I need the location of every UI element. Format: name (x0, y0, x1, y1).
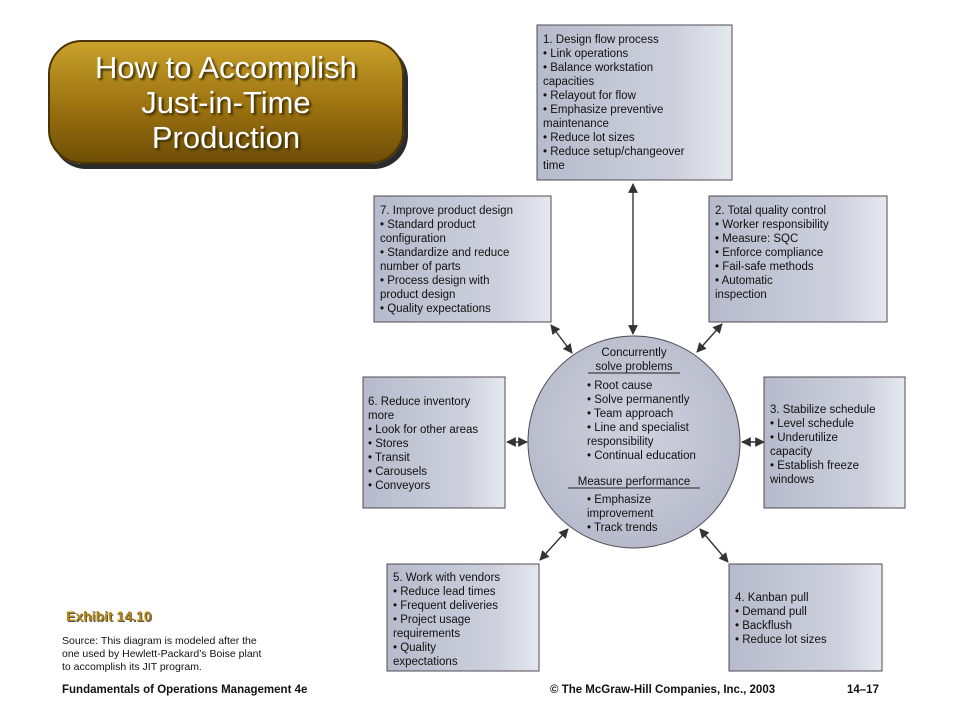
box-line: 7. Improve product design (380, 205, 513, 217)
box-line: • Quality (393, 642, 436, 654)
box-quality-control (708, 195, 888, 323)
center-item: responsibility (587, 436, 654, 448)
box-line: • Backflush (735, 620, 792, 632)
box-line: capacity (770, 446, 812, 458)
box-line: • Look for other areas (368, 424, 478, 436)
text-kanban-pull: 4. Kanban pull • Demand pull • Backflush… (735, 592, 827, 646)
center-heading: Concurrently (601, 347, 666, 359)
box-line: configuration (380, 233, 446, 245)
box-line: • Measure: SQC (715, 233, 798, 245)
source-line-2: one used by Hewlett-Packard’s Boise plan… (62, 648, 262, 660)
box-line: windows (769, 474, 814, 486)
box-line: 3. Stabilize schedule (770, 404, 875, 416)
box-line: • Reduce lot sizes (543, 132, 635, 144)
box-line: inspection (715, 289, 767, 301)
box-line: more (368, 410, 394, 422)
box-line: • Level schedule (770, 418, 854, 430)
footer-page-number: 14–17 (847, 684, 879, 696)
title-line-1: How to Accomplish (95, 49, 357, 85)
box-line: 6. Reduce inventory (368, 396, 471, 408)
box-line: 5. Work with vendors (393, 572, 500, 584)
box-line: • Stores (368, 438, 409, 450)
exhibit-label: Exhibit 14.10 (66, 608, 152, 624)
box-line: • Project usage (393, 614, 471, 626)
center-item: • Team approach (587, 408, 673, 420)
arrow-center-to-quality-control (696, 323, 723, 353)
title-line-2: Just-in-Time (141, 84, 311, 120)
box-line: • Balance workstation (543, 62, 653, 74)
center-item: • Emphasize (587, 494, 651, 506)
center-item: improvement (587, 508, 654, 520)
center-item: • Root cause (587, 380, 652, 392)
text-quality-control: 2. Total quality control • Worker respon… (715, 205, 829, 301)
box-line: • Standardize and reduce (380, 247, 509, 259)
box-line: • Underutilize (770, 432, 838, 444)
box-line: capacities (543, 76, 594, 88)
box-line: • Carousels (368, 466, 427, 478)
center-heading: Measure performance (578, 476, 691, 488)
text-reduce-inventory: 6. Reduce inventory more • Look for other… (368, 396, 478, 492)
box-line: • Enforce compliance (715, 247, 823, 259)
slide-title: How to Accomplish Just-in-Time Productio… (95, 50, 357, 155)
box-line: 2. Total quality control (715, 205, 826, 217)
box-line: • Quality expectations (380, 303, 491, 315)
footer-copyright: © The McGraw-Hill Companies, Inc., 2003 (550, 684, 776, 696)
box-line: • Frequent deliveries (393, 600, 498, 612)
box-line: • Worker responsibility (715, 219, 829, 231)
source-note: Source: This diagram is modeled after th… (62, 635, 312, 674)
text-design-flow: 1. Design flow process • Link operations… (543, 34, 685, 172)
box-line: product design (380, 289, 455, 301)
box-line: maintenance (543, 118, 609, 130)
box-line: • Fail-safe methods (715, 261, 814, 273)
title-banner: How to Accomplish Just-in-Time Productio… (48, 40, 404, 164)
arrow-center-to-product-design (550, 324, 573, 354)
center-circle (527, 335, 741, 549)
text-work-with-vendors: 5. Work with vendors • Reduce lead times… (393, 572, 500, 668)
text-improve-product-design: 7. Improve product design • Standard pro… (380, 205, 513, 315)
box-line: 4. Kanban pull (735, 592, 809, 604)
arrow-center-to-vendors (539, 528, 569, 561)
box-line: • Reduce lead times (393, 586, 496, 598)
box-line: 1. Design flow process (543, 34, 659, 46)
box-kanban-pull (728, 563, 883, 672)
title-line-3: Production (151, 119, 301, 155)
box-line: time (543, 160, 565, 172)
box-line: • Standard product (380, 219, 476, 231)
center-item: • Line and specialist (587, 422, 690, 434)
box-line: • Reduce setup/changeover (543, 146, 685, 158)
box-line: number of parts (380, 261, 461, 273)
box-improve-product-design (373, 195, 552, 323)
source-line-1: Source: This diagram is modeled after th… (62, 635, 257, 647)
box-reduce-inventory (362, 376, 506, 509)
text-center: Concurrently solve problems • Root cause • … (578, 347, 696, 534)
box-line: • Demand pull (735, 606, 807, 618)
center-item: • Track trends (587, 522, 658, 534)
arrow-center-to-kanban-pull (699, 528, 729, 563)
box-work-with-vendors (386, 563, 540, 672)
center-item: • Continual education (587, 450, 696, 462)
box-line: requirements (393, 628, 460, 640)
box-line: expectations (393, 656, 458, 668)
box-line: • Automatic (715, 275, 773, 287)
box-line: • Conveyors (368, 480, 430, 492)
box-line: • Link operations (543, 48, 628, 60)
box-line: • Transit (368, 452, 411, 464)
footer-course: Fundamentals of Operations Management 4e (62, 684, 308, 696)
text-stabilize-schedule: 3. Stabilize schedule • Level schedule •… (769, 404, 875, 486)
box-line: • Establish freeze (770, 460, 859, 472)
source-line-3: to accomplish its JIT program. (62, 661, 202, 673)
box-line: • Emphasize preventive (543, 104, 663, 116)
box-line: • Reduce lot sizes (735, 634, 827, 646)
center-item: • Solve permanently (587, 394, 690, 406)
center-heading: solve problems (595, 361, 673, 373)
box-stabilize-schedule (763, 376, 906, 509)
box-line: • Relayout for flow (543, 90, 637, 102)
box-line: • Process design with (380, 275, 490, 287)
box-design-flow (536, 24, 733, 181)
